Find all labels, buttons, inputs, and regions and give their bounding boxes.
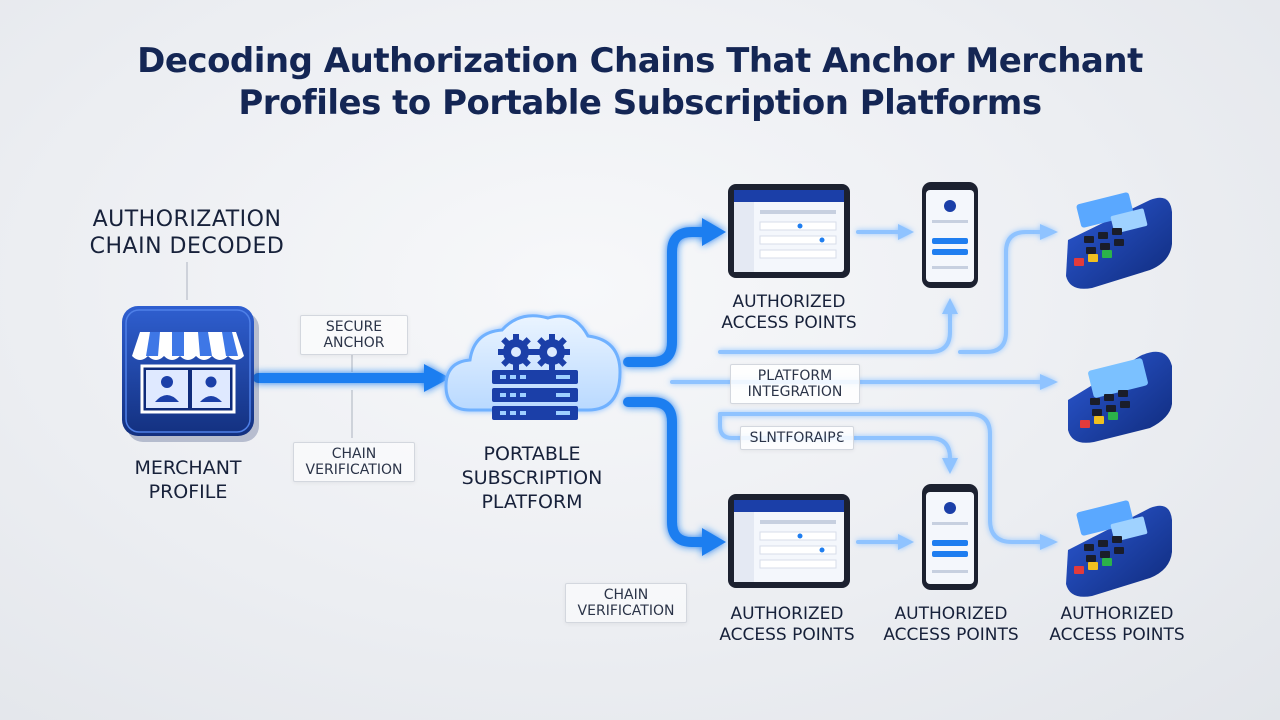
header-label: AUTHORIZATION CHAIN DECODED (72, 206, 302, 260)
page-title: Decoding Authorization Chains That Ancho… (0, 40, 1280, 124)
payment-terminal-icon (1066, 500, 1172, 597)
title-line-2: Profiles to Portable Subscription Platfo… (238, 83, 1042, 123)
chain-verification-bottom-line-2: VERIFICATION (577, 603, 675, 619)
platform-line-2: SUBSCRIPTION (461, 467, 603, 489)
flow-to-top-tablet (623, 218, 726, 367)
platform-integration-line-2: INTEGRATION (747, 384, 843, 400)
platform-integration-tag: PLATFORM INTEGRATION (730, 364, 860, 404)
secure-anchor-tag: SECURE ANCHOR (300, 315, 408, 355)
tablet-dashboard-icon (728, 184, 850, 278)
arrowhead-top-phone (898, 224, 914, 240)
platform-integration-line-1: PLATFORM (757, 368, 833, 384)
access-top-line-2: ACCESS POINTS (721, 313, 857, 333)
main-flow-arrow (253, 364, 450, 392)
access-points-label-bottom-terminal: AUTHORIZED ACCESS POINTS (1032, 604, 1202, 646)
flow-to-bottom-tablet (623, 397, 726, 556)
merchant-line-1: MERCHANT (134, 457, 242, 479)
access-points-label-top: AUTHORIZED ACCESS POINTS (704, 292, 874, 334)
platform-line-1: PORTABLE (483, 443, 581, 465)
cloud-server-icon (444, 314, 622, 412)
header-label-line-2: CHAIN DECODED (89, 234, 285, 259)
payment-terminal-icon (1068, 351, 1172, 443)
merchant-line-2: PROFILE (148, 481, 228, 503)
secure-anchor-line-2: ANCHOR (323, 335, 385, 351)
garbled-tag-text: SLNTFORAIPƐ (749, 430, 845, 446)
access-bottom-terminal-line-1: AUTHORIZED (1060, 604, 1174, 624)
access-top-line-1: AUTHORIZED (732, 292, 846, 312)
tablet-dashboard-icon (728, 494, 850, 588)
light-flow-bottom-terminal (718, 412, 1042, 544)
arrowhead-up-phone (942, 298, 958, 314)
light-flow-down-phone (718, 412, 952, 460)
access-points-label-bottom-phone: AUTHORIZED ACCESS POINTS (866, 604, 1036, 646)
garbled-tag: SLNTFORAIPƐ (740, 426, 854, 450)
header-label-line-1: AUTHORIZATION (92, 207, 282, 232)
access-bottom-tablet-line-2: ACCESS POINTS (719, 625, 855, 645)
platform-line-3: PLATFORM (481, 491, 583, 513)
payment-terminal-icon (1066, 192, 1172, 289)
gear-icon (498, 334, 534, 370)
chain-verification-line-2: VERIFICATION (305, 462, 403, 478)
storefront-icon (122, 306, 259, 442)
light-flow-top-terminal (958, 230, 1042, 354)
arrowhead-bottom-phone (898, 534, 914, 550)
chain-verification-bottom-line-1: CHAIN (603, 587, 649, 603)
access-points-label-bottom-tablet: AUTHORIZED ACCESS POINTS (702, 604, 872, 646)
merchant-profile-label: MERCHANT PROFILE (98, 456, 278, 504)
secure-anchor-line-1: SECURE (325, 319, 383, 335)
access-bottom-phone-line-1: AUTHORIZED (894, 604, 1008, 624)
access-bottom-terminal-line-2: ACCESS POINTS (1049, 625, 1185, 645)
platform-label: PORTABLE SUBSCRIPTION PLATFORM (432, 442, 632, 514)
arrowhead-bottom-terminal (1040, 534, 1058, 550)
arrowhead-center-terminal (1040, 374, 1058, 390)
arrowhead-top-terminal (1040, 224, 1058, 240)
light-flow-up-phone (718, 310, 952, 354)
chain-verification-tag-bottom: CHAIN VERIFICATION (565, 583, 687, 623)
chain-verification-line-1: CHAIN (331, 446, 377, 462)
arrowhead-down-phone (942, 458, 958, 474)
smartphone-icon (922, 484, 978, 590)
server-stack-icon (492, 370, 578, 420)
gear-icon (534, 334, 570, 370)
title-line-1: Decoding Authorization Chains That Ancho… (137, 41, 1143, 81)
access-bottom-phone-line-2: ACCESS POINTS (883, 625, 1019, 645)
chain-verification-tag: CHAIN VERIFICATION (293, 442, 415, 482)
smartphone-icon (922, 182, 978, 288)
access-bottom-tablet-line-1: AUTHORIZED (730, 604, 844, 624)
